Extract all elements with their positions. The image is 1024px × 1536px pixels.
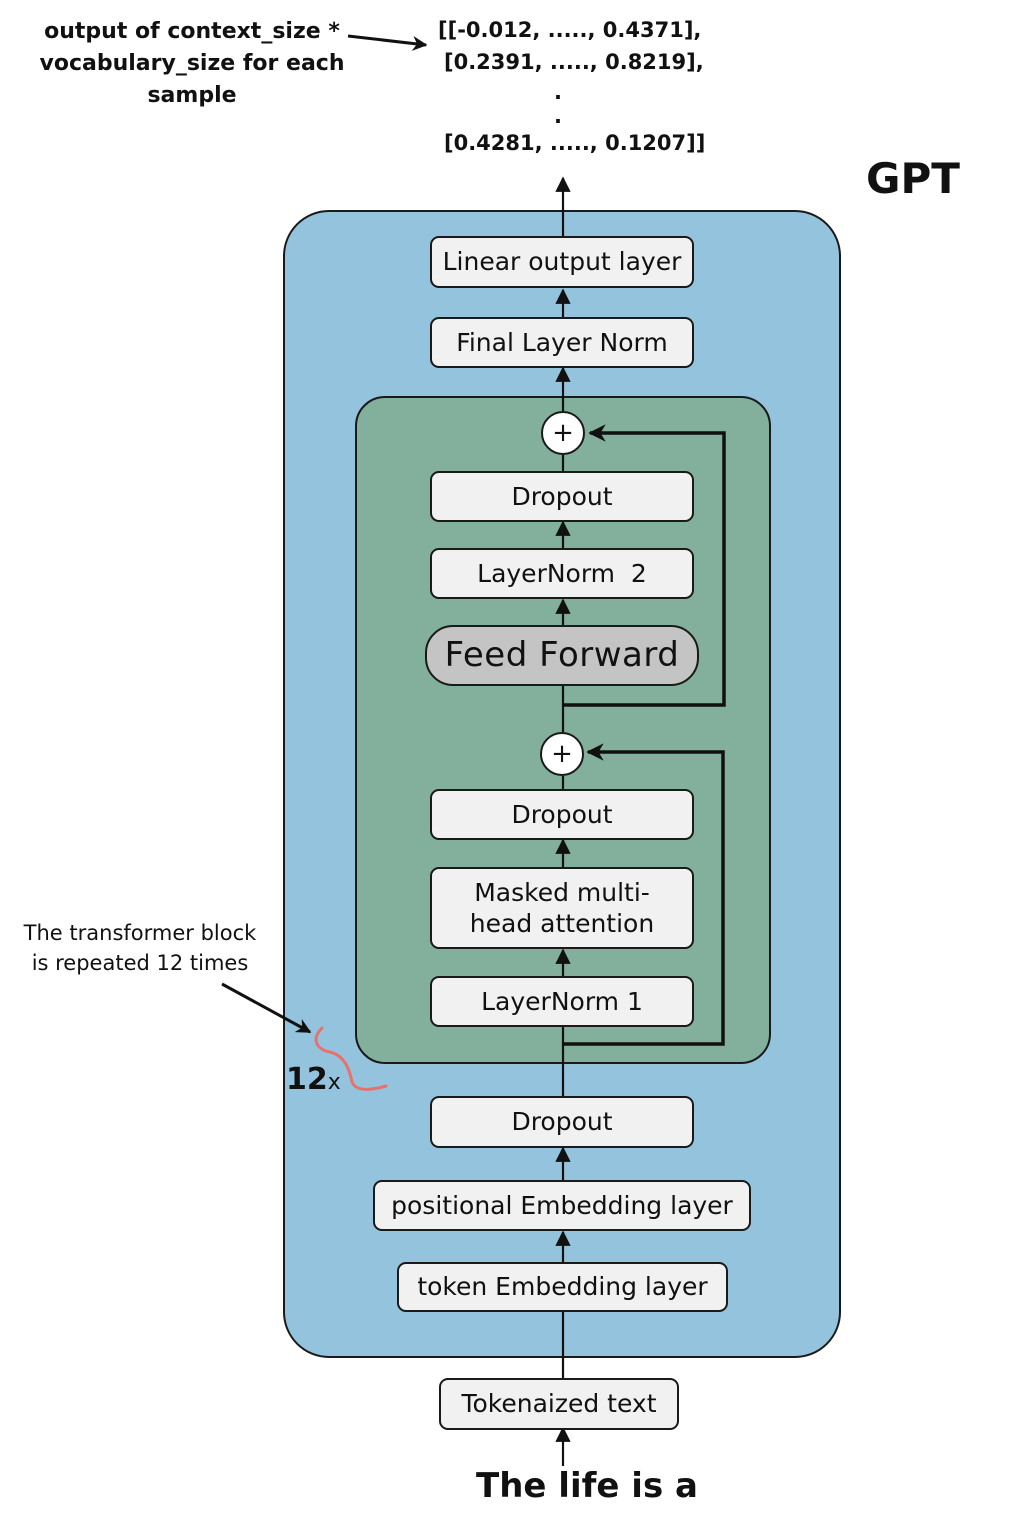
layernorm-2: LayerNorm 2 xyxy=(430,548,694,599)
output-shape-label: output of context_size * vocabulary_size… xyxy=(2,16,382,112)
dropout-block-mid: Dropout xyxy=(430,789,694,840)
output-shape-label-line1: output of context_size * xyxy=(44,19,340,44)
linear-output-layer: Linear output layer xyxy=(430,236,694,288)
repeat-annotation: The transformer block is repeated 12 tim… xyxy=(18,918,262,978)
positional-embedding-layer: positional Embedding layer xyxy=(373,1180,751,1231)
tokenized-text-box: Tokenaized text xyxy=(439,1378,679,1430)
output-matrix-row1: [[-0.012, ....., 0.4371], xyxy=(438,18,702,42)
repeat-count-label: 12x xyxy=(286,1062,341,1097)
masked-attention-line2: head attention xyxy=(469,909,655,938)
masked-attention-line1: Masked multi- xyxy=(474,877,650,907)
masked-multihead-attention: Masked multi- head attention xyxy=(430,867,694,949)
residual-add-1: + xyxy=(540,732,584,776)
diagram-title: GPT xyxy=(866,154,960,203)
layernorm-1: LayerNorm 1 xyxy=(430,976,694,1027)
annotation-pointer-arrow xyxy=(221,982,312,1034)
output-matrix-row3: [0.4281, ....., 0.1207]] xyxy=(444,131,706,155)
output-matrix-ellipsis-1: . xyxy=(554,80,562,104)
dropout-block-top: Dropout xyxy=(430,471,694,522)
residual-add-2: + xyxy=(541,411,585,455)
dropout-embedding: Dropout xyxy=(430,1096,694,1148)
residual-skip-2 xyxy=(563,424,726,707)
input-text: The life is a xyxy=(476,1466,698,1506)
feed-forward-layer: Feed Forward xyxy=(425,625,699,686)
output-pointer-arrow xyxy=(347,34,428,51)
repeat-suffix: x xyxy=(327,1070,341,1095)
output-shape-label-line2: vocabulary_size for each sample xyxy=(39,51,345,108)
repeat-brace xyxy=(314,1026,388,1091)
residual-skip-1 xyxy=(563,743,725,1046)
repeat-annotation-line1: The transformer block xyxy=(23,921,257,945)
final-layer-norm: Final Layer Norm xyxy=(430,317,694,368)
repeat-count: 12 xyxy=(286,1062,328,1097)
output-matrix-ellipsis-2: . xyxy=(554,104,562,128)
token-embedding-layer: token Embedding layer xyxy=(397,1262,728,1312)
output-matrix-row2: [0.2391, ....., 0.8219], xyxy=(444,50,704,74)
repeat-annotation-line2: is repeated 12 times xyxy=(31,951,249,975)
